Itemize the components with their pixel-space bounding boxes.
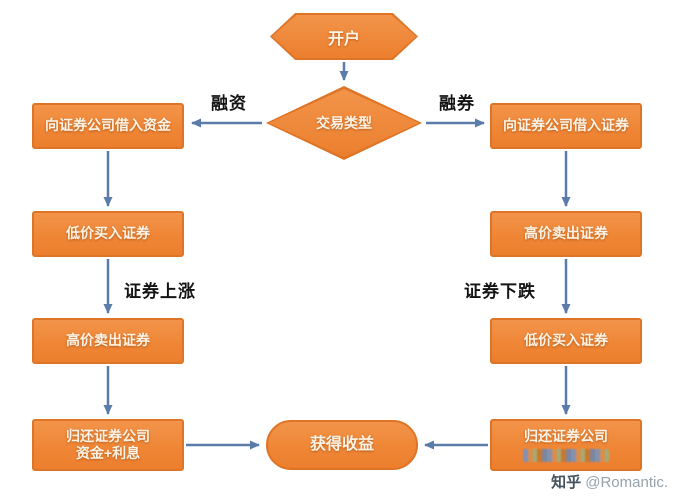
left-step4-line2: 资金+利息	[75, 445, 141, 461]
right-step2-label: 高价卖出证券	[524, 225, 608, 242]
branch-label-securities-lending: 融券	[439, 94, 475, 113]
right-step4-box: 归还证券公司	[490, 419, 642, 471]
left-step1-box: 向证券公司借入资金	[32, 103, 184, 149]
censored-text-mosaic	[523, 448, 609, 462]
start-node-label: 开户	[272, 15, 416, 58]
decision-node-label: 交易类型	[269, 89, 419, 157]
watermark-brand: 知乎	[551, 474, 582, 491]
left-step4-box: 归还证券公司 资金+利息	[32, 419, 184, 471]
end-node-label: 获得收益	[309, 436, 374, 453]
right-step1-box: 向证券公司借入证券	[490, 103, 642, 149]
right-step4-line1: 归还证券公司	[524, 428, 608, 445]
right-step3-box: 低价买入证券	[490, 318, 642, 364]
right-step3-label: 低价买入证券	[524, 332, 608, 349]
branch-label-financing: 融资	[211, 94, 247, 113]
left-step1-label: 向证券公司借入资金	[45, 117, 171, 134]
left-step2-box: 低价买入证券	[32, 211, 184, 257]
right-step2-box: 高价卖出证券	[490, 211, 642, 257]
start-node-hexagon: 开户	[270, 13, 418, 60]
left-step2-label: 低价买入证券	[66, 225, 150, 242]
left-step3-label: 高价卖出证券	[66, 332, 150, 349]
watermark-handle: @Romantic.	[585, 474, 668, 491]
right-condition-label: 证券下跌	[464, 282, 536, 301]
left-step3-box: 高价卖出证券	[32, 318, 184, 364]
left-step4-line1: 归还证券公司	[66, 427, 150, 444]
watermark: 知乎 @Romantic.	[551, 471, 668, 492]
decision-node-diamond: 交易类型	[266, 86, 422, 160]
end-node-stadium: 获得收益	[266, 420, 418, 470]
left-condition-label: 证券上涨	[124, 282, 196, 301]
right-step1-label: 向证券公司借入证券	[503, 117, 629, 134]
